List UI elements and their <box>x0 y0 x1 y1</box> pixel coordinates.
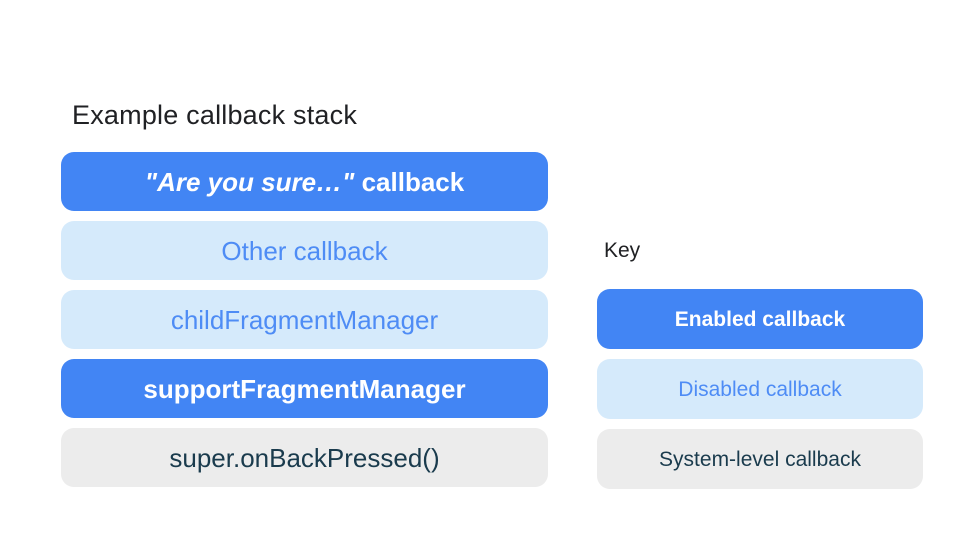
stack-bar-other-callback: Other callback <box>61 221 548 280</box>
key-legend: Enabled callback Disabled callback Syste… <box>597 289 923 489</box>
stack-bar-super-on-back-pressed: super.onBackPressed() <box>61 428 548 487</box>
key-item-enabled-callback: Enabled callback <box>597 289 923 349</box>
are-you-sure-quoted-text: "Are you sure…" <box>144 166 355 197</box>
stack-bar-child-fragment-manager: childFragmentManager <box>61 290 548 349</box>
key-title: Key <box>604 239 641 262</box>
diagram-title: Example callback stack <box>72 100 358 130</box>
are-you-sure-callback-suffix: callback <box>354 166 465 197</box>
key-item-disabled-callback: Disabled callback <box>597 359 923 419</box>
stack-bar-support-fragment-manager: supportFragmentManager <box>61 359 548 418</box>
stack-bar-are-you-sure-callback: "Are you sure…" callback <box>61 152 548 211</box>
key-item-system-level-callback: System-level callback <box>597 429 923 489</box>
callback-stack: "Are you sure…" callback Other callback … <box>61 152 548 487</box>
